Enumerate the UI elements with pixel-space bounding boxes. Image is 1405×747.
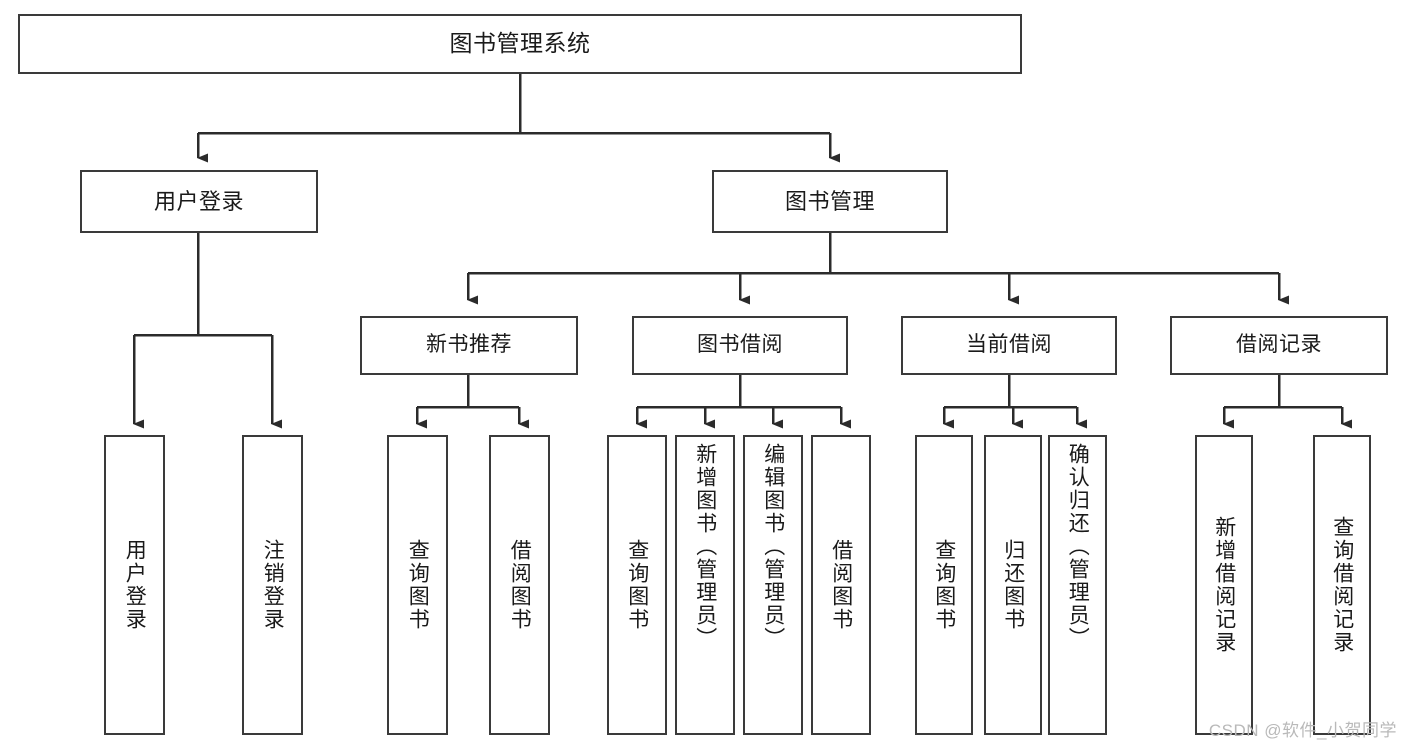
node-label: 查询借阅记录 [1330,516,1354,654]
node-current-borrow[interactable]: 当前借阅 [901,316,1117,375]
leaf-book-borrow-borrow-book[interactable]: 借阅图书 [811,435,871,735]
node-label: 查询图书 [406,539,430,631]
leaf-borrow-record-query-record[interactable]: 查询借阅记录 [1313,435,1371,735]
node-label: 新书推荐 [426,333,512,357]
node-label: 图书管理 [784,188,875,214]
node-label: 图书借阅 [697,333,783,357]
leaf-new-book-query-book[interactable]: 查询图书 [387,435,448,735]
node-book-management[interactable]: 图书管理 [712,170,948,233]
leaf-current-borrow-confirm-return-admin[interactable]: 确认归还（管理员） [1048,435,1107,735]
node-label: 图书管理系统 [449,30,591,57]
node-book-borrow[interactable]: 图书借阅 [632,316,848,375]
node-label: 查询图书 [625,539,649,631]
leaf-book-borrow-edit-book-admin[interactable]: 编辑图书（管理员） [743,435,803,735]
node-label: 用户登录 [123,539,147,631]
leaf-borrow-record-add-record[interactable]: 新增借阅记录 [1195,435,1253,735]
node-label: 新增图书（管理员） [693,443,717,650]
node-borrow-record[interactable]: 借阅记录 [1170,316,1388,375]
node-label: 注销登录 [261,539,285,631]
leaf-user-login-login[interactable]: 用户登录 [104,435,165,735]
leaf-current-borrow-query-book[interactable]: 查询图书 [915,435,973,735]
node-label: 用户登录 [153,188,244,214]
node-label: 借阅记录 [1236,333,1322,357]
node-root-book-management-system[interactable]: 图书管理系统 [18,14,1022,74]
leaf-new-book-borrow-book[interactable]: 借阅图书 [489,435,550,735]
node-label: 归还图书 [1001,539,1025,631]
node-label: 借阅图书 [508,539,532,631]
node-label: 查询图书 [932,539,956,631]
node-label: 当前借阅 [966,333,1052,357]
node-user-login[interactable]: 用户登录 [80,170,318,233]
leaf-current-borrow-return-book[interactable]: 归还图书 [984,435,1042,735]
node-label: 编辑图书（管理员） [761,443,785,650]
leaf-book-borrow-query-book[interactable]: 查询图书 [607,435,667,735]
node-label: 新增借阅记录 [1212,516,1236,654]
node-label: 确认归还（管理员） [1066,443,1090,650]
node-label: 借阅图书 [829,539,853,631]
leaf-book-borrow-add-book-admin[interactable]: 新增图书（管理员） [675,435,735,735]
leaf-user-login-logout[interactable]: 注销登录 [242,435,303,735]
node-new-book-recommend[interactable]: 新书推荐 [360,316,578,375]
